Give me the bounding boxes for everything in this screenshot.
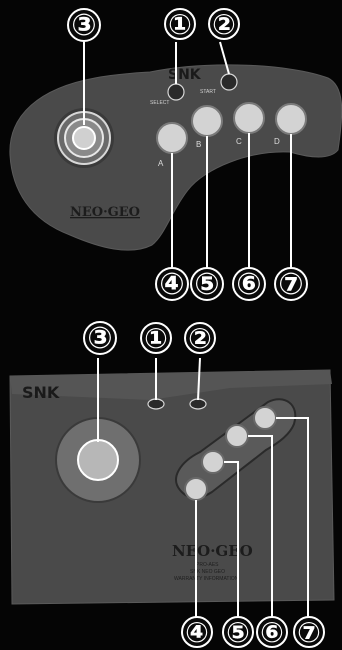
start-label: START — [200, 89, 216, 95]
stick-snk-logo: SNK — [22, 383, 60, 402]
snk-logo: SNK — [168, 67, 202, 83]
pad-callout-4: ④ — [159, 267, 184, 302]
pad-button-b[interactable] — [192, 106, 222, 136]
pad-callout-1: ① — [168, 8, 192, 41]
stick-callout-5: ⑤ — [226, 616, 250, 649]
stick-callout-3: ③ — [87, 321, 112, 356]
stick-callout-6: ⑥ — [260, 616, 284, 649]
stick-start-button[interactable] — [190, 399, 206, 409]
stick-callout-7: ⑦ — [297, 616, 321, 649]
select-label: SELECT — [150, 100, 169, 106]
stick-button-c[interactable] — [226, 425, 248, 447]
pad-callout-6: ⑥ — [236, 267, 261, 302]
pad-button-c[interactable] — [234, 103, 264, 133]
pad-button-d[interactable] — [276, 104, 306, 134]
pad-callout-2: ② — [212, 8, 236, 41]
pad-callout-3: ③ — [71, 8, 96, 43]
pad-brand: NEO·GEO — [70, 205, 140, 220]
stick-brand: NEO·GEO — [172, 542, 253, 560]
stick-callout-2: ② — [188, 322, 212, 355]
pad-button-letter-a: A — [158, 159, 164, 168]
stick-select-button[interactable] — [148, 399, 164, 409]
select-button[interactable] — [168, 84, 184, 100]
pad-callout-5: ⑤ — [194, 267, 219, 302]
stick-callout-4: ④ — [185, 616, 209, 649]
pad-button-a[interactable] — [157, 123, 187, 153]
stick-button-a[interactable] — [185, 478, 207, 500]
pad-button-letter-d: D — [274, 137, 280, 146]
stick-fine-print-3: WARRANTY INFORMATION — [174, 576, 239, 582]
pad-button-letter-c: C — [236, 137, 242, 146]
pad-callout-7: ⑦ — [278, 267, 303, 302]
stick-callout-1: ① — [144, 322, 168, 355]
start-button[interactable] — [221, 74, 237, 90]
stick-button-b[interactable] — [202, 451, 224, 473]
stick-fine-print-1: PRO-AES — [196, 562, 219, 568]
pad-button-letter-b: B — [196, 140, 201, 149]
stick-button-d[interactable] — [254, 407, 276, 429]
